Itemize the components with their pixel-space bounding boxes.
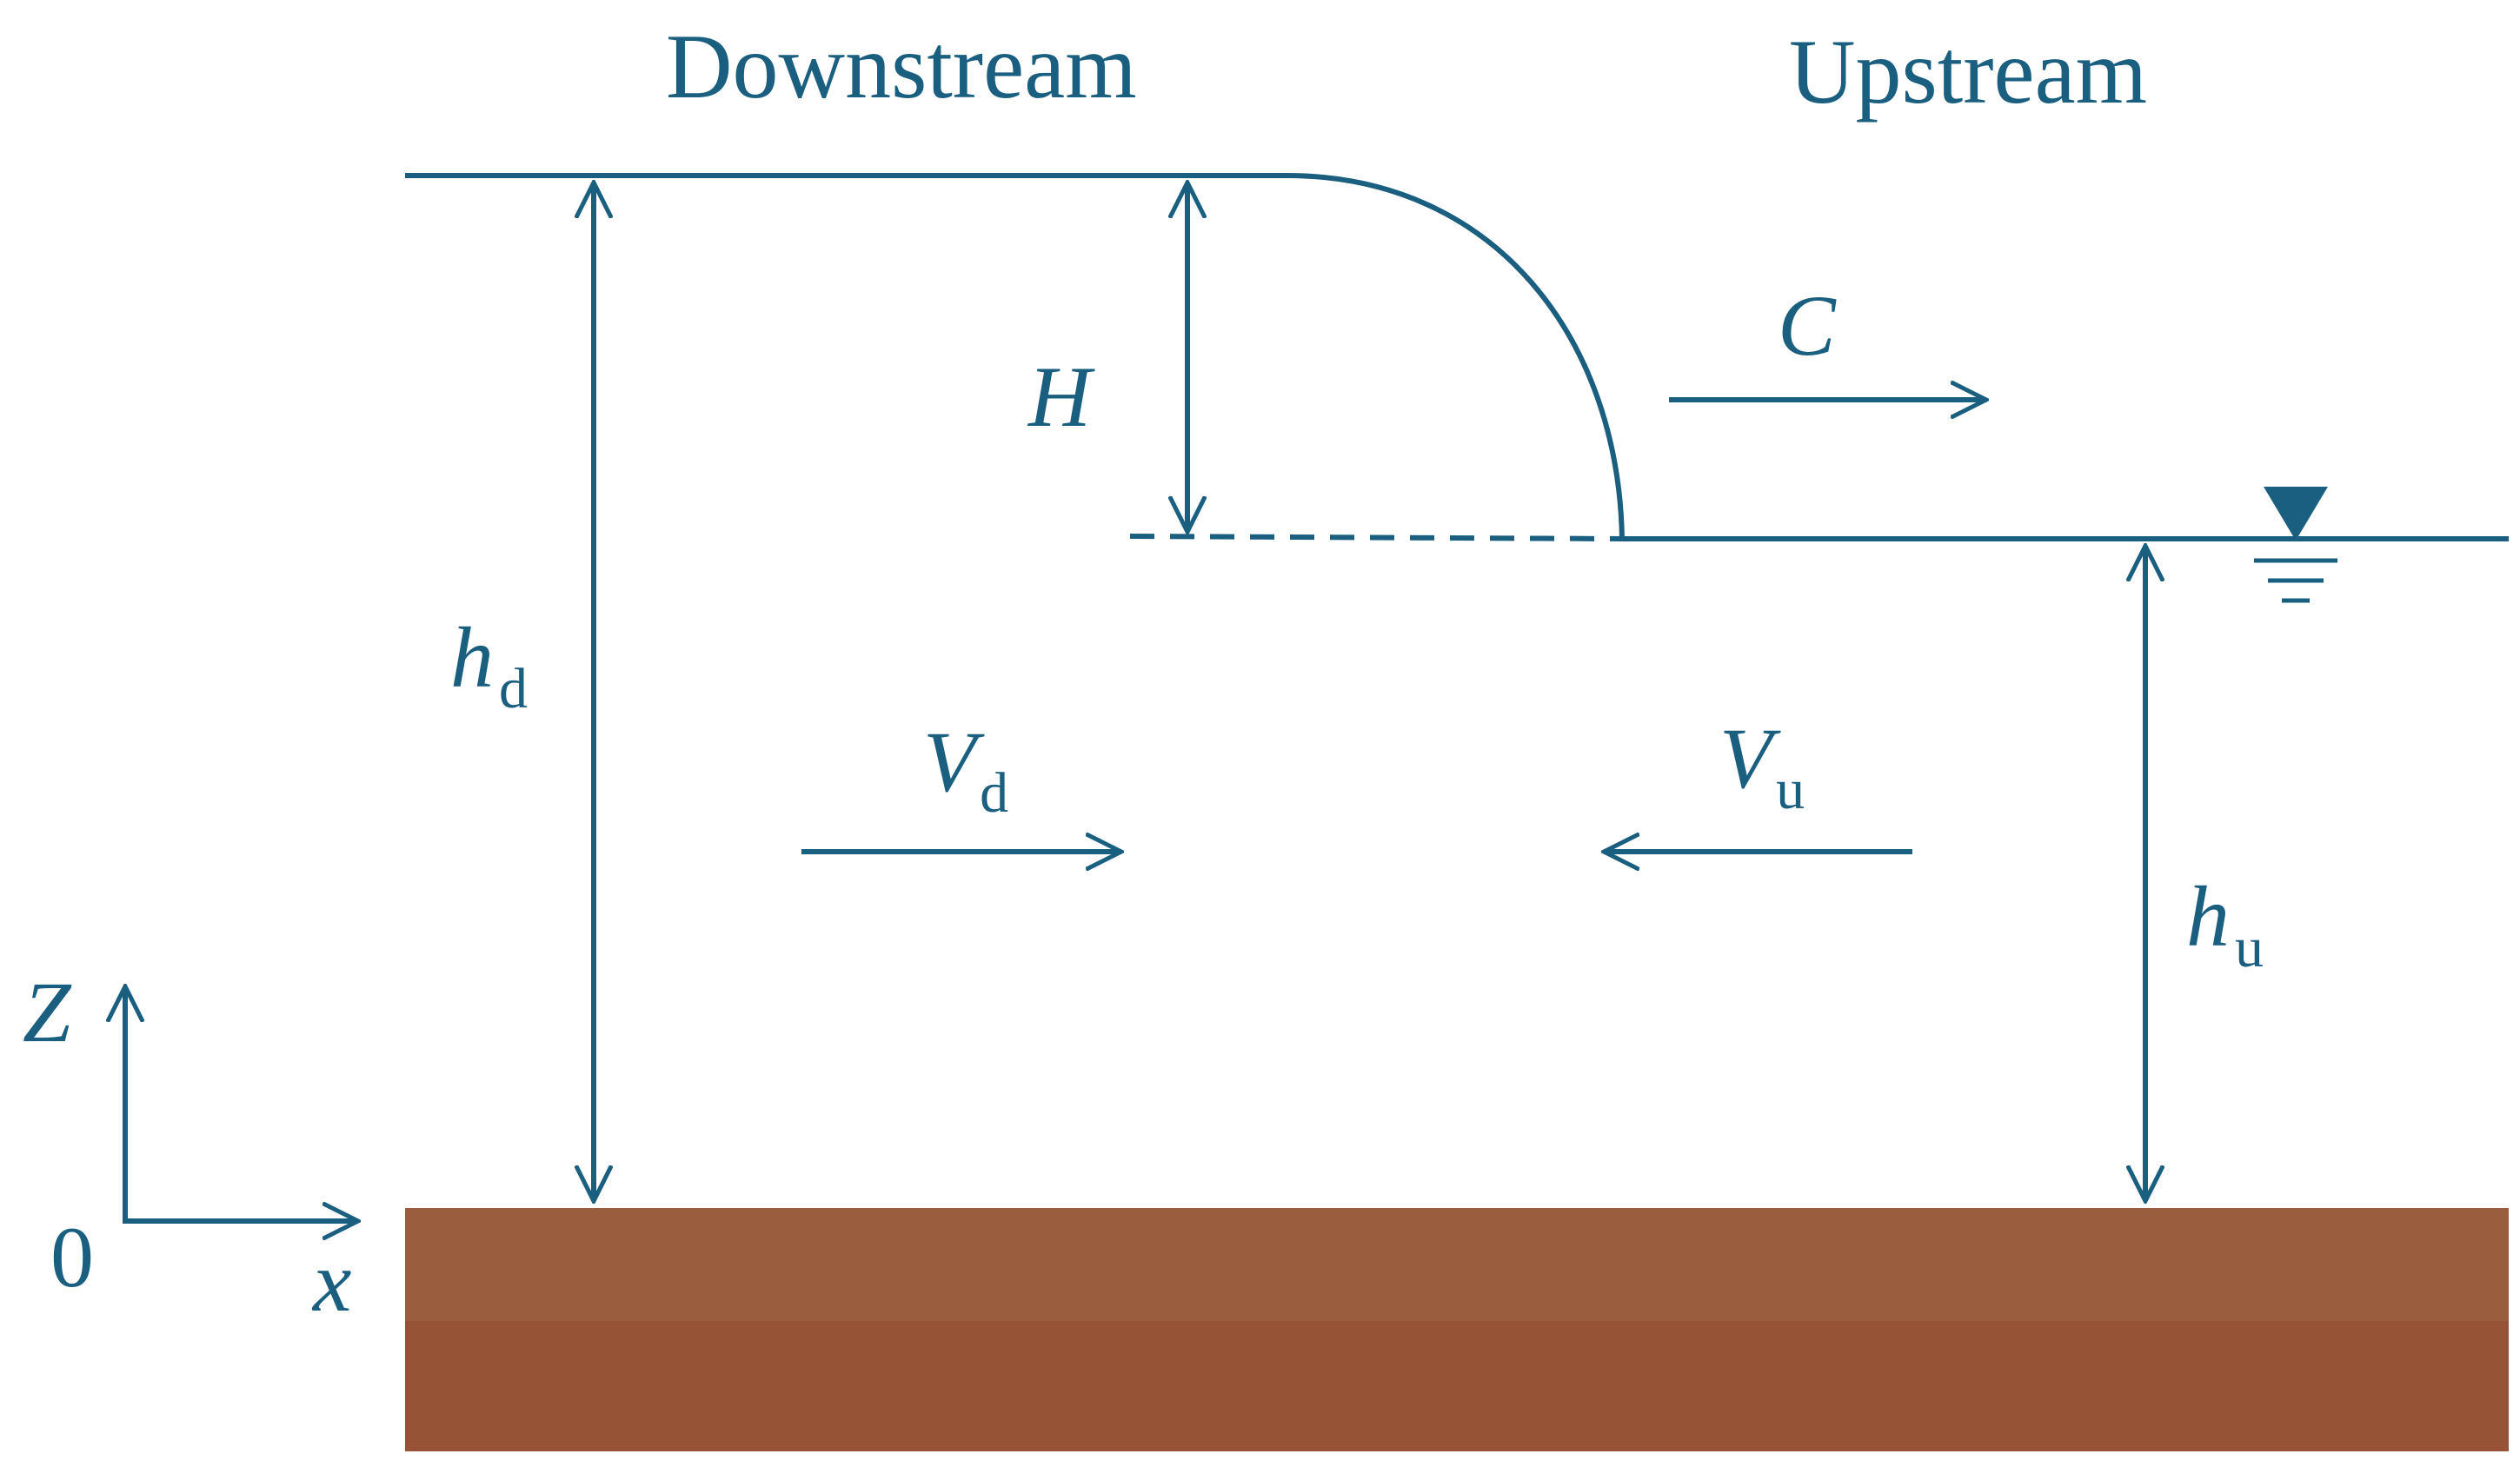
- Vd-label-main: V: [923, 714, 985, 810]
- H-label: H: [1027, 348, 1095, 445]
- inverted-triangle-water-level-icon: [2254, 487, 2337, 603]
- ground-bed-top-layer: [405, 1208, 2509, 1321]
- Vd-label: Vd: [923, 714, 1008, 825]
- hu-label-main: h: [2186, 868, 2230, 965]
- hd-label: hd: [450, 609, 528, 720]
- hd-label-main: h: [450, 609, 494, 706]
- C-label: C: [1778, 277, 1837, 374]
- Vu-label-subscript: u: [1776, 758, 1805, 821]
- Vu-label: Vu: [1719, 710, 1805, 821]
- x-axis-label: x: [311, 1233, 351, 1330]
- hu-label: hu: [2186, 868, 2264, 979]
- Vu-label-main: V: [1719, 710, 1781, 807]
- ground-bed: [405, 1208, 2509, 1451]
- upstream-label: Upstream: [1789, 21, 2147, 123]
- upstream-level-dashed-extension: [1129, 534, 1623, 541]
- origin-label: 0: [50, 1209, 94, 1305]
- ground-bed-bottom-layer: [405, 1321, 2509, 1451]
- hd-label-subscript: d: [499, 657, 528, 720]
- water-surface-profile: [405, 173, 2509, 541]
- downstream-label: Downstream: [666, 16, 1137, 117]
- z-axis-label: Z: [23, 964, 72, 1060]
- hu-label-subscript: u: [2235, 916, 2264, 979]
- Vd-label-subscript: d: [980, 761, 1008, 825]
